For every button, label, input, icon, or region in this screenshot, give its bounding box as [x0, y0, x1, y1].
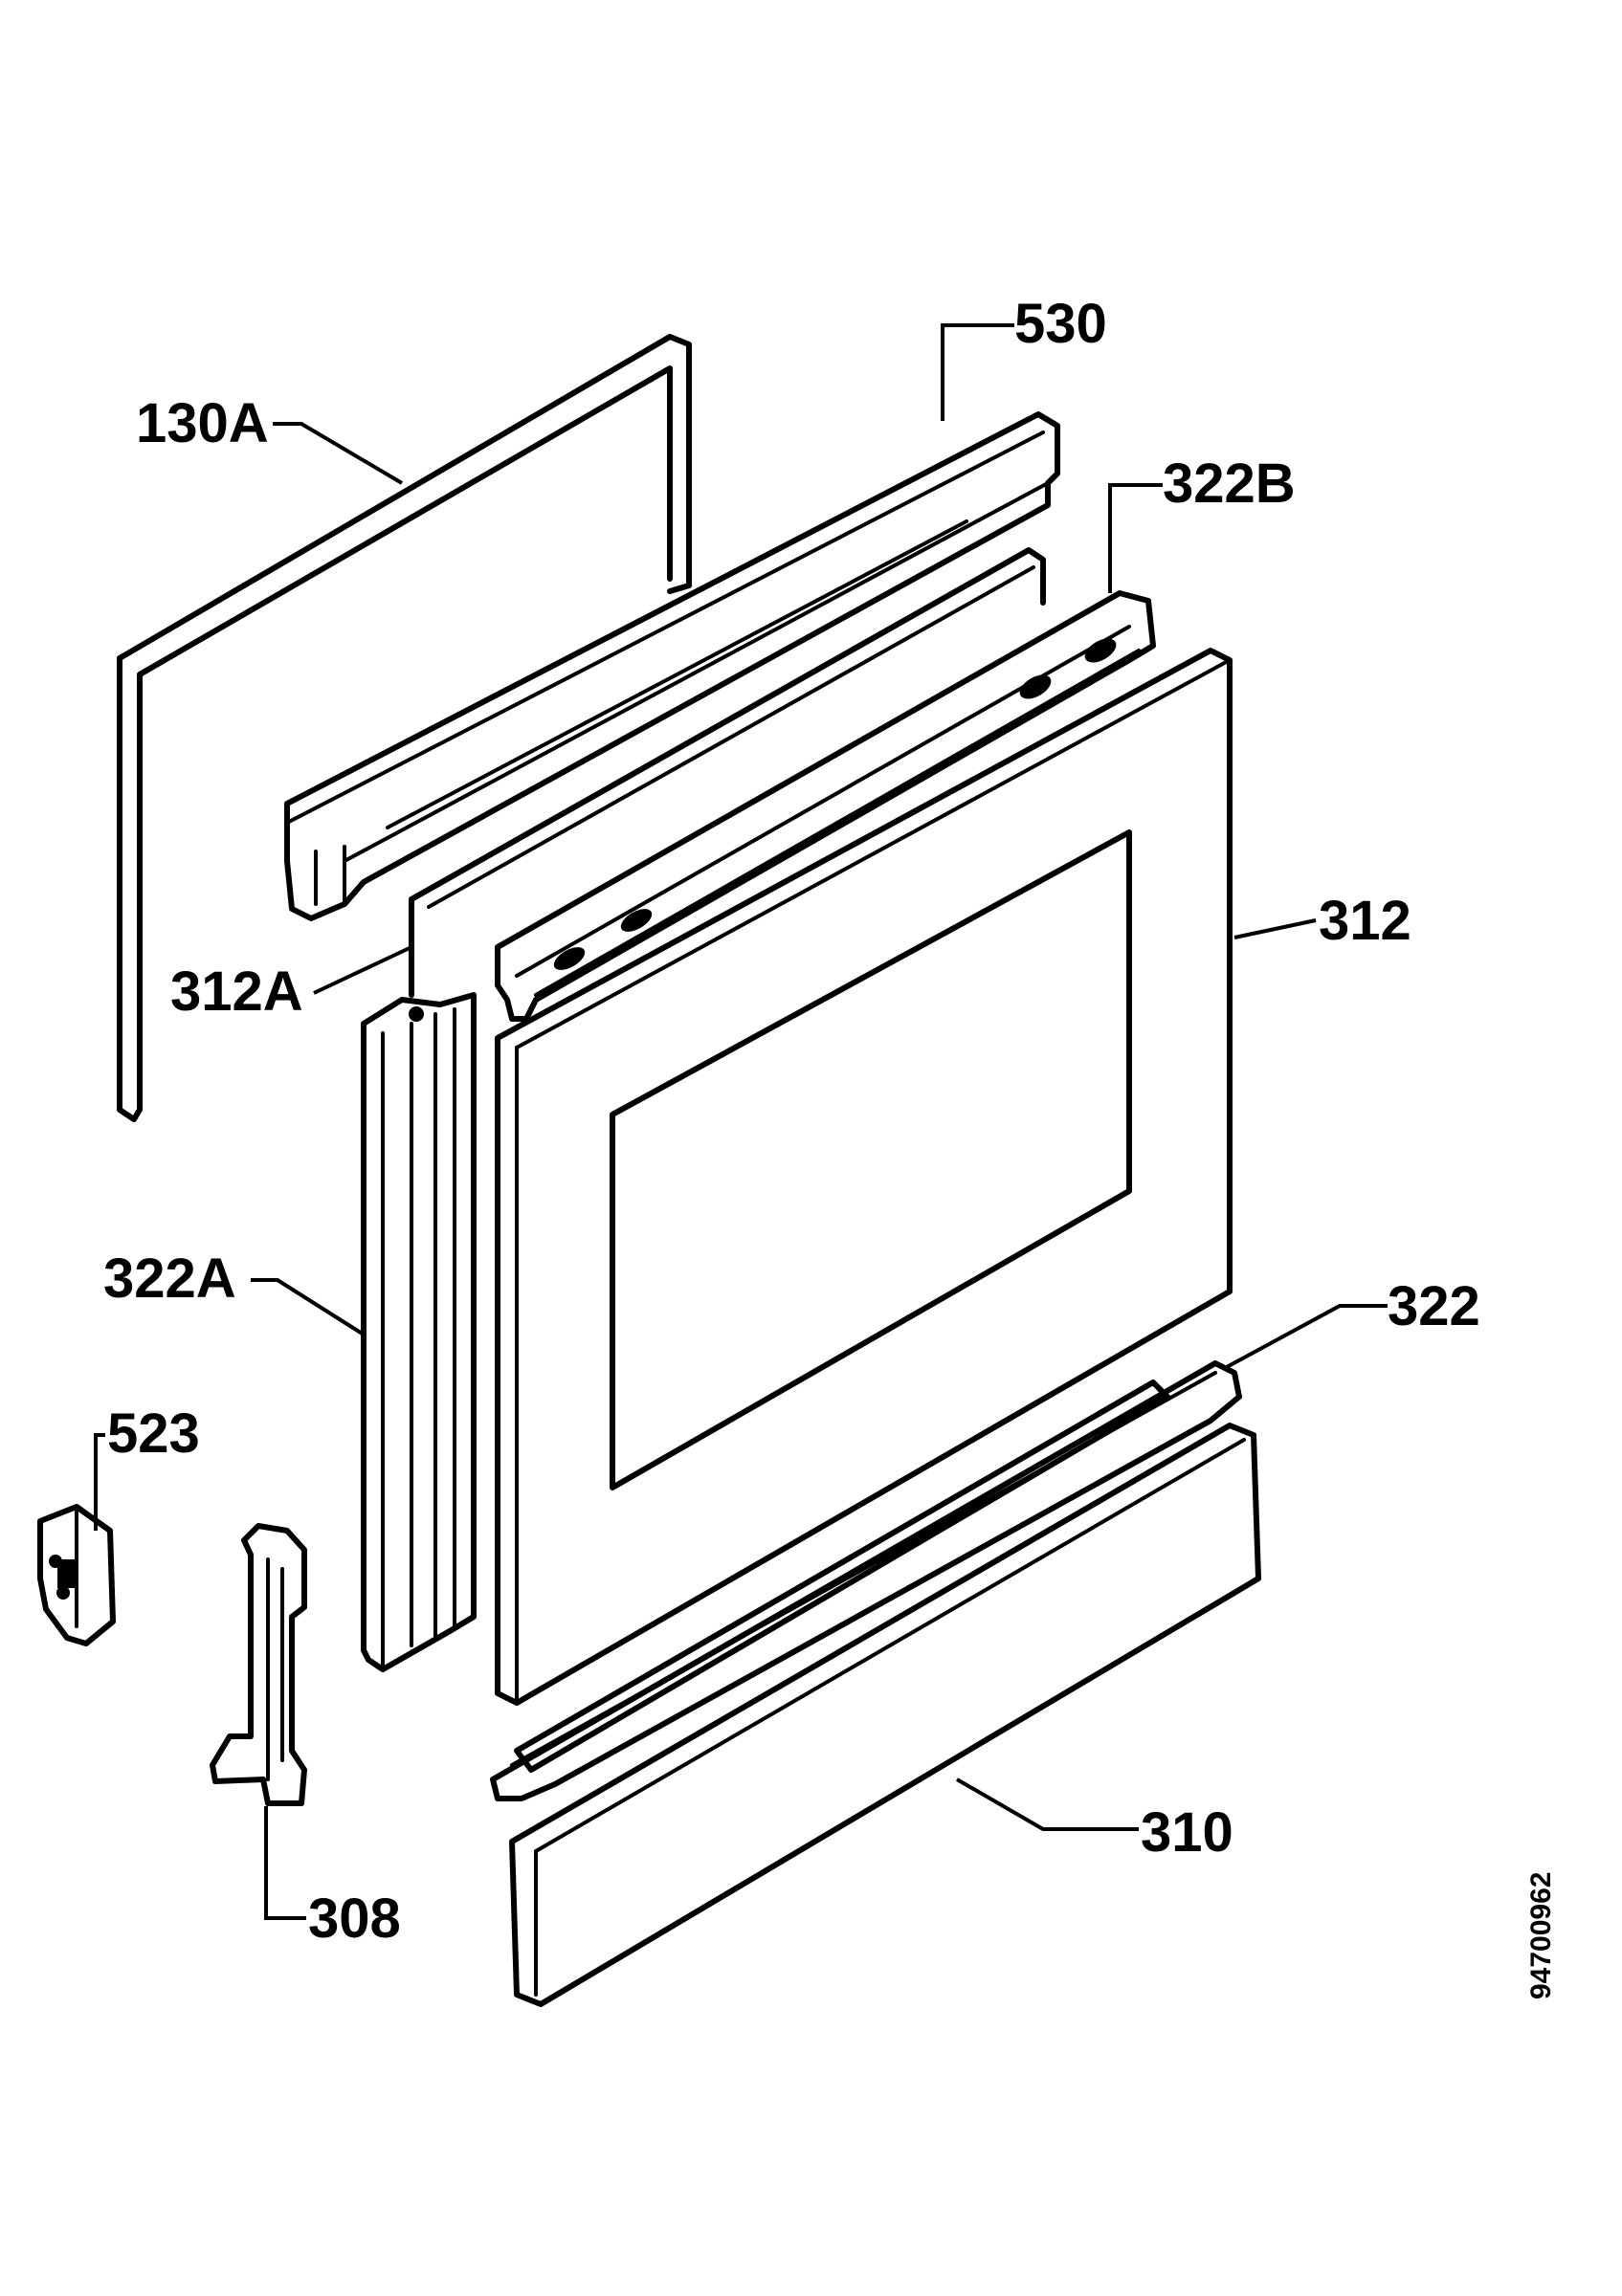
leader-523 — [94, 1433, 105, 1531]
leader-322a — [251, 1278, 366, 1336]
label-310: 310 — [1141, 1801, 1233, 1864]
part-310-bottom-trim — [509, 1423, 1261, 2007]
leader-310 — [955, 1777, 1139, 1831]
leader-322b — [1108, 483, 1163, 593]
part-322a-side-profile — [361, 992, 477, 1672]
part-130a-gasket — [117, 334, 692, 1122]
part-530-top-deflector — [284, 411, 1060, 921]
leader-322 — [1224, 1304, 1388, 1370]
document-number: 94700962 — [1525, 1872, 1557, 1999]
part-308-hinge-bracket — [210, 1523, 307, 1806]
leader-308 — [264, 1806, 306, 1920]
part-322b-top-profile — [495, 590, 1156, 1022]
label-322a: 322A — [103, 1247, 236, 1310]
leader-312 — [1233, 918, 1317, 939]
label-312a: 312A — [170, 960, 303, 1023]
label-523: 523 — [107, 1402, 200, 1465]
part-523-hinge-block — [37, 1504, 116, 1646]
leader-lines — [94, 323, 1388, 1920]
label-308: 308 — [308, 1888, 401, 1950]
part-312-outer-glass — [495, 648, 1233, 1706]
part-322-bottom-profile — [490, 1360, 1242, 1801]
label-312: 312 — [1319, 890, 1411, 952]
label-530: 530 — [1014, 293, 1107, 355]
leader-130a — [273, 422, 404, 485]
label-130a: 130A — [136, 392, 269, 454]
leader-530 — [941, 323, 1014, 421]
label-322b: 322B — [1163, 453, 1296, 515]
leader-312a — [313, 945, 412, 995]
label-322: 322 — [1388, 1275, 1480, 1337]
